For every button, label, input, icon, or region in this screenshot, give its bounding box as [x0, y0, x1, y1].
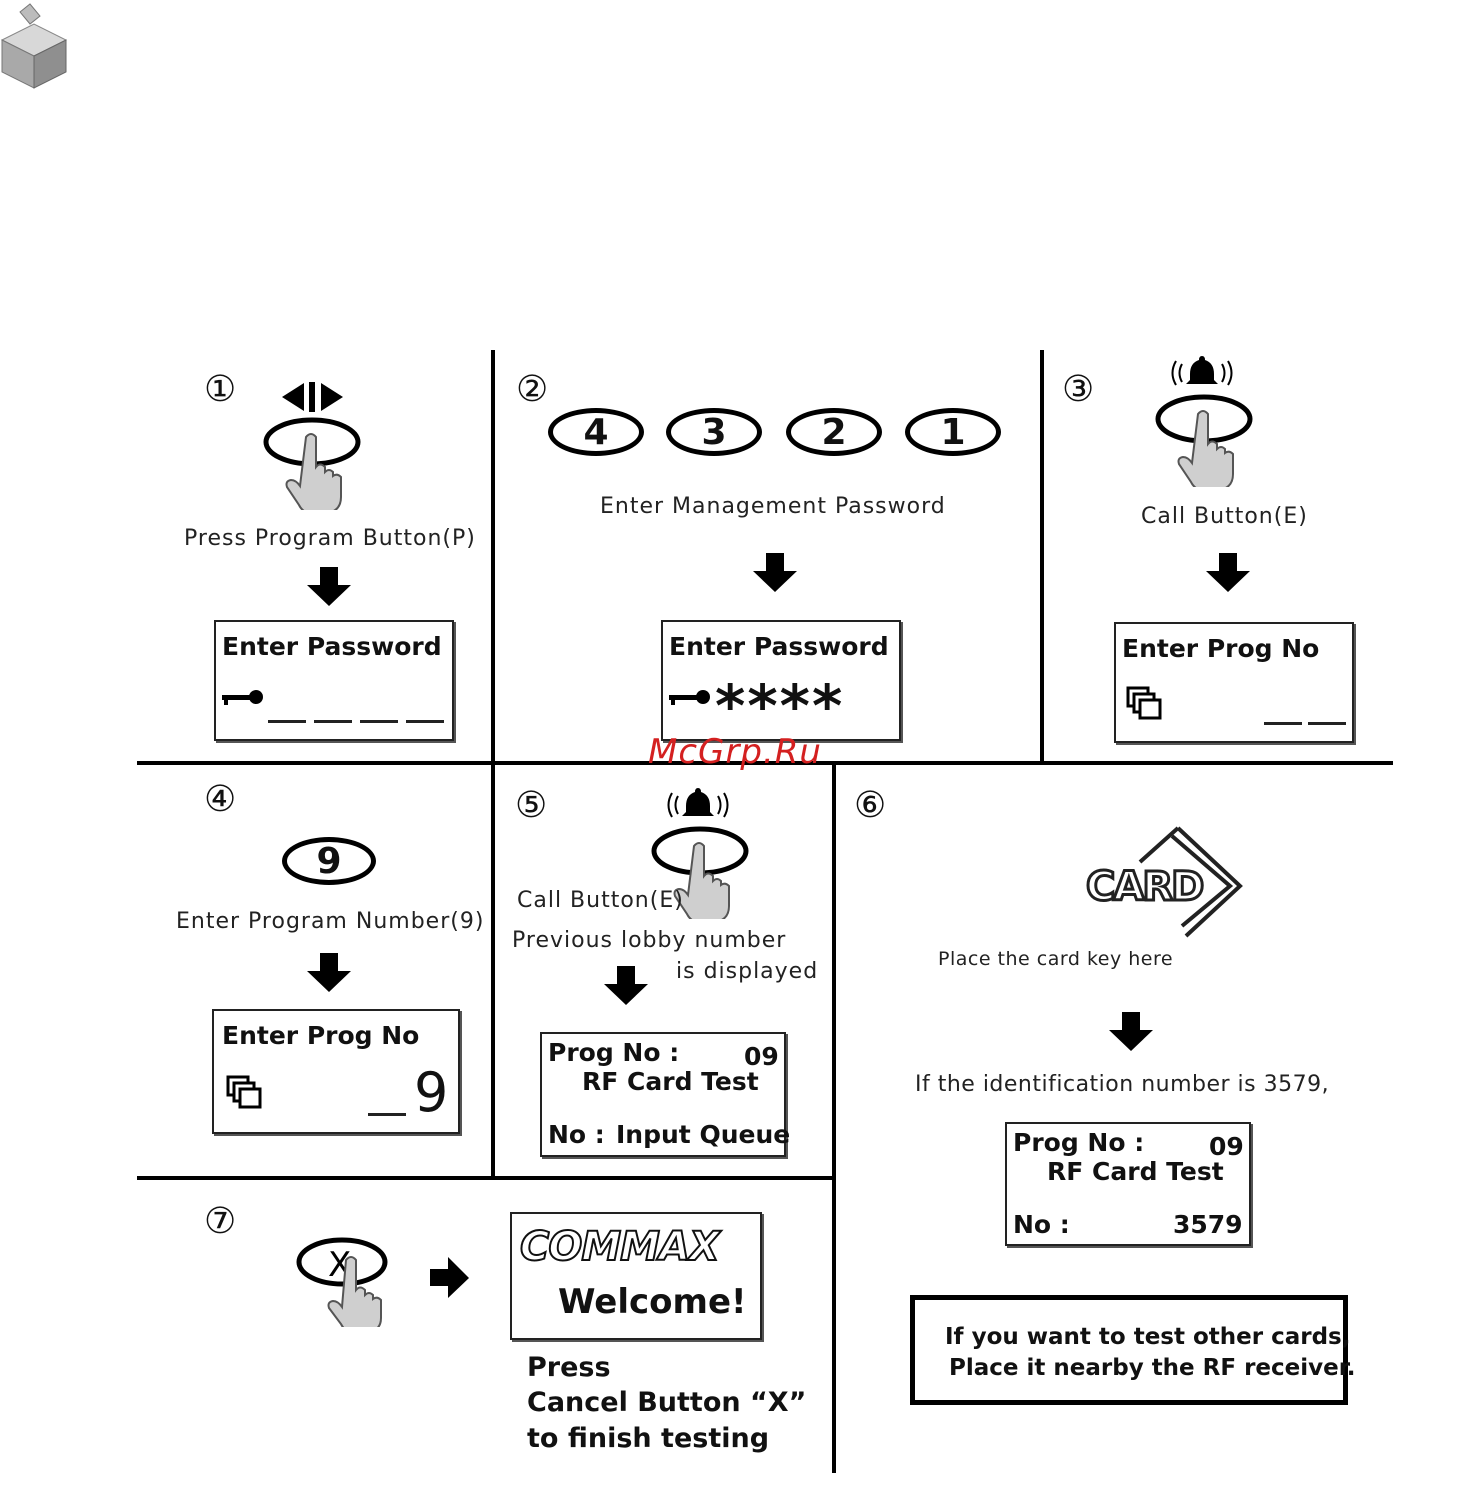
step-5-caption: Call Button(E)	[517, 888, 684, 913]
key-4-button[interactable]: 4	[548, 408, 644, 456]
lcd-enter-password-filled: Enter Password ****	[661, 620, 901, 741]
key-icon	[669, 690, 710, 705]
prog-no-blank-slots	[1264, 722, 1346, 725]
step-6-caption-line2: If the identification number is 3579,	[915, 1072, 1330, 1097]
lcd-password-stars: ****	[715, 672, 845, 740]
lcd-test-mode: RF Card Test	[582, 1067, 759, 1096]
key-9-button[interactable]: 9	[282, 837, 376, 885]
watermark: McGrp.Ru	[648, 732, 822, 772]
lcd-enter-password-empty: Enter Password	[214, 620, 454, 741]
lcd-rf-card-test-queue: Prog No : 09 RF Card Test No : Input Que…	[540, 1032, 790, 1157]
step-2-number: ②	[516, 369, 549, 410]
lcd-enter-prog-no: Enter Prog No	[1114, 622, 1354, 743]
step-6-number: ⑥	[854, 785, 887, 826]
lcd-title: Enter Password	[222, 632, 442, 661]
call-button-press-icon[interactable]	[1154, 392, 1254, 487]
right-arrow-icon	[430, 1257, 469, 1298]
test-other-cards-note: If you want to test other cards, Place i…	[910, 1295, 1356, 1405]
lcd-prog-value: 9	[414, 1061, 449, 1124]
lcd-no-value: 3579	[1173, 1210, 1243, 1239]
key-3-button[interactable]: 3	[666, 408, 762, 456]
step-4-number: ④	[204, 779, 237, 820]
step-5-number: ⑤	[515, 785, 548, 826]
lcd-no-label: No :	[1013, 1210, 1070, 1239]
program-button-press-icon[interactable]	[262, 415, 362, 510]
down-arrow-icon	[307, 953, 351, 992]
key-1-button[interactable]: 1	[905, 408, 1001, 456]
lcd-title: Enter Prog No	[222, 1021, 420, 1050]
corner-logo-icon	[0, 3, 68, 89]
cancel-button-press-icon[interactable]: X	[296, 1232, 396, 1327]
step-5-caption-line2: Previous lobby number	[512, 928, 787, 953]
stacked-windows-icon	[1126, 686, 1162, 720]
welcome-text: Welcome!	[558, 1282, 747, 1322]
card-label: CARD	[1086, 864, 1203, 910]
lcd-title: Enter Prog No	[1122, 634, 1320, 663]
step-5-caption-line3: is displayed	[676, 959, 819, 984]
step-2-caption: Enter Management Password	[600, 494, 946, 519]
bell-ring-icon	[667, 788, 729, 818]
lcd-prog-value: 09	[1209, 1132, 1244, 1161]
divider-v-2	[1040, 350, 1044, 763]
stacked-windows-icon	[226, 1075, 262, 1109]
instruction-line-1: Press	[527, 1352, 611, 1383]
instruction-line-3: to finish testing	[527, 1423, 770, 1454]
divider-v-3	[832, 763, 836, 1473]
lcd-prog-value: 09	[744, 1042, 779, 1071]
key-2-button[interactable]: 2	[786, 408, 882, 456]
bell-ring-icon	[1171, 356, 1233, 386]
key-icon	[222, 690, 263, 705]
lcd-test-mode: RF Card Test	[1047, 1157, 1224, 1186]
lcd-rf-card-test-3579: Prog No : 09 RF Card Test No : 3579	[1005, 1122, 1251, 1246]
note-line-1: If you want to test other cards,	[945, 1324, 1351, 1350]
step-1-number: ①	[204, 369, 237, 410]
step-1-caption: Press Program Button(P)	[184, 526, 476, 551]
lcd-title: Enter Password	[669, 632, 889, 661]
down-arrow-icon	[753, 553, 797, 592]
step-4-caption: Enter Program Number(9)	[176, 909, 485, 934]
down-arrow-icon	[604, 966, 648, 1005]
password-blank-slots	[268, 720, 444, 723]
left-right-arrows-icon	[282, 382, 343, 412]
step-3-caption: Call Button(E)	[1141, 504, 1308, 529]
step-7-number: ⑦	[204, 1201, 237, 1242]
down-arrow-icon	[1206, 553, 1250, 592]
card-reader-icon: CARD	[1085, 826, 1243, 938]
lcd-prog-label: Prog No :	[548, 1038, 680, 1067]
lcd-no-value: Input Queue	[616, 1120, 791, 1149]
lcd-no-label: No :	[548, 1120, 605, 1149]
step-3-number: ③	[1062, 369, 1095, 410]
step-6-caption: Place the card key here	[938, 948, 1174, 970]
commax-logo: COMMAX	[519, 1223, 721, 1271]
prog-no-blank-slot	[368, 1113, 406, 1116]
note-line-2: Place it nearby the RF receiver.	[949, 1355, 1356, 1381]
instruction-line-2: Cancel Button “X”	[527, 1387, 807, 1418]
divider-h-2	[137, 1176, 834, 1180]
lcd-prog-label: Prog No :	[1013, 1128, 1145, 1157]
lcd-enter-prog-no-9: Enter Prog No 9	[212, 1009, 460, 1134]
lcd-welcome: COMMAX Welcome!	[510, 1212, 762, 1340]
down-arrow-icon	[1109, 1012, 1153, 1051]
call-button-press-icon[interactable]	[650, 824, 750, 919]
divider-h-1	[137, 761, 1393, 765]
down-arrow-icon	[307, 567, 351, 606]
